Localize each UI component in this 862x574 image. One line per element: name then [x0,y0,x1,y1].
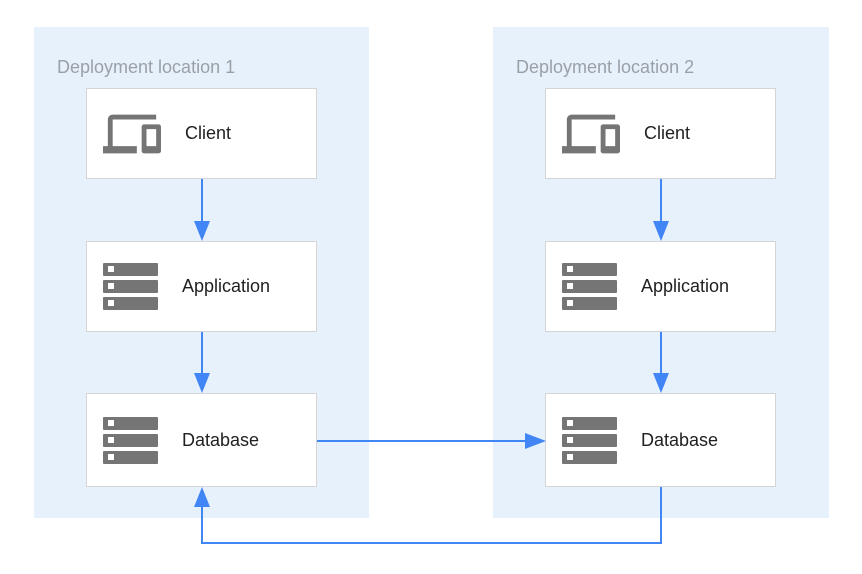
panel-title: Deployment location 2 [516,57,695,77]
node-database-1: Database [86,393,317,487]
devices-icon [562,105,620,163]
node-client-1: Client [86,88,317,179]
devices-icon [103,105,161,163]
node-label: Client [185,123,232,143]
node-client-2: Client [545,88,776,179]
node-label: Application [641,276,730,296]
node-label: Database [641,429,719,450]
node-application-2: Application [545,241,776,332]
panel-title: Deployment location 1 [57,57,236,77]
server-stack-icon [103,263,158,310]
server-stack-icon [562,416,617,464]
server-stack-icon [103,416,158,464]
node-label: Application [182,276,271,296]
panel-deployment-location-2: Deployment location 2 Client Application… [493,27,829,518]
panel-deployment-location-1: Deployment location 1 Client Application… [34,27,369,518]
node-label: Client [644,123,691,143]
node-database-2: Database [545,393,776,487]
node-label: Database [182,429,260,450]
server-stack-icon [562,263,617,310]
node-application-1: Application [86,241,317,332]
